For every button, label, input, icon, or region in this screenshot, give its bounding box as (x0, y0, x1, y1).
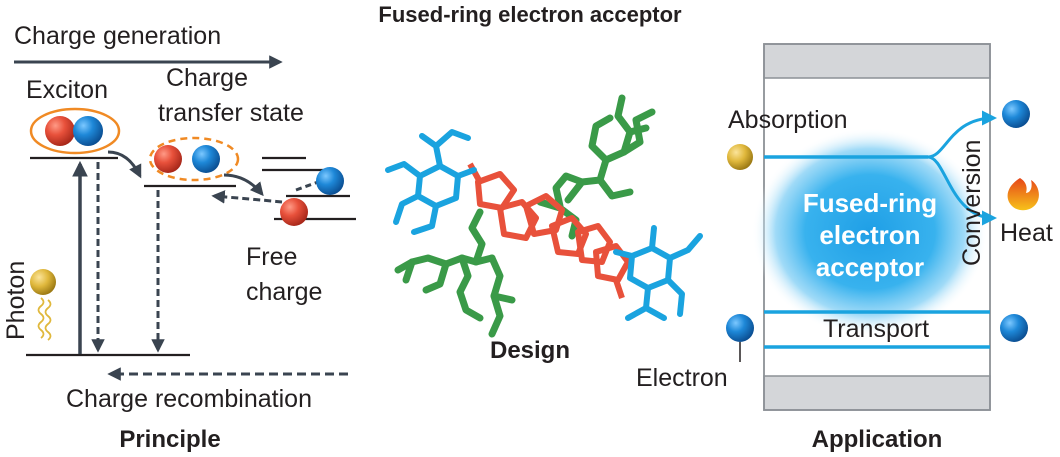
acceptor-glow (752, 128, 988, 336)
photon-wave-icon (37, 297, 52, 341)
principle-section-title: Principle (119, 426, 220, 453)
ct-to-free-arrow (223, 173, 264, 197)
free-electron-particle (316, 167, 344, 195)
molecule-alkyl-side-chains (394, 94, 656, 338)
application-section-title: Application (812, 426, 943, 453)
charge-recombination-label: Charge recombination (66, 385, 312, 413)
device-top-layer (763, 43, 991, 79)
ct-electron-particle (192, 145, 220, 173)
photon-label: Photon (2, 261, 30, 340)
heat-flame-icon (1007, 178, 1039, 211)
heat-path (927, 155, 997, 226)
free-dash-link (295, 180, 319, 192)
exciton-hole-particle (45, 116, 75, 146)
molecule-fused-core (467, 162, 631, 299)
glow-label-line1: Fused-ring (803, 188, 937, 218)
absorption-label: Absorption (728, 106, 848, 134)
design-section-title: Design (490, 337, 570, 364)
charge-generation-label: Charge generation (14, 22, 221, 50)
glow-label-line3: acceptor (816, 252, 924, 282)
principle-panel: Charge generation Exciton Charge transfe… (2, 22, 356, 453)
ct-dashed-ring (148, 136, 240, 182)
electron-label: Electron (636, 364, 728, 392)
application-panel: Fused-ring electron acceptor Absorption … (636, 43, 1053, 453)
photon-particle (30, 269, 56, 295)
free-hole-particle (280, 198, 308, 226)
converted-electron-particle (1002, 100, 1030, 128)
exciton-ring (29, 107, 121, 155)
output-electron-particle (1000, 314, 1028, 342)
ct-hole-particle (154, 145, 182, 173)
free-charge-label-line1: Free (246, 243, 297, 271)
input-electron-particle (726, 314, 754, 342)
figure-title: Fused-ring electron acceptor (378, 2, 682, 27)
device-bottom-layer (763, 375, 991, 411)
free-charge-label-line2: charge (246, 278, 322, 306)
glow-label-line2: electron (819, 220, 920, 250)
exciton-label: Exciton (26, 76, 108, 104)
transport-label: Transport (823, 315, 929, 343)
exciton-to-ct-arrow (107, 150, 142, 179)
free-to-ct-dashed-arrow (211, 190, 283, 204)
design-panel: Design (385, 94, 703, 364)
exciton-electron-particle (73, 116, 103, 146)
absorbed-photon-particle (727, 144, 753, 170)
charge-transfer-label-line1: Charge (166, 64, 248, 92)
charge-transfer-label-line2: transfer state (158, 99, 304, 127)
heat-label: Heat (1000, 219, 1053, 247)
conversion-label: Conversion (958, 140, 986, 266)
molecule-end-groups (385, 129, 703, 321)
conversion-path (927, 110, 997, 159)
